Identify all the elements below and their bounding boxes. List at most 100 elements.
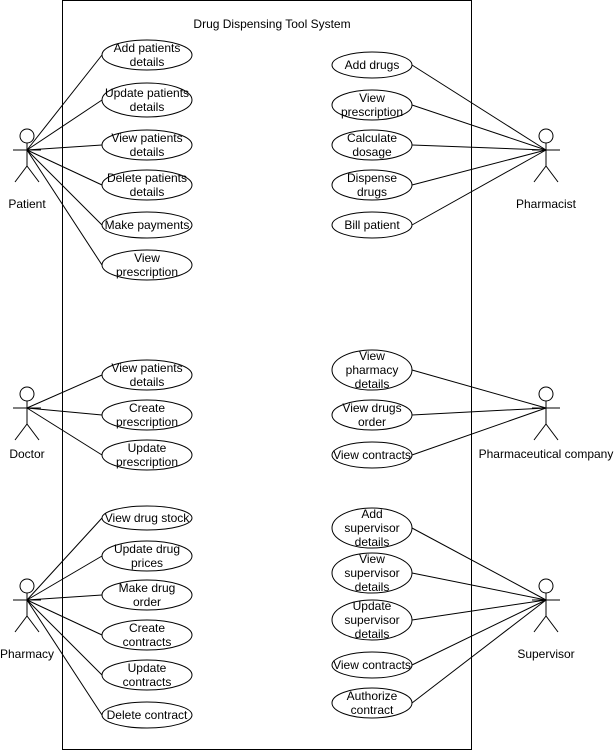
use-case-label: View patients (111, 131, 182, 145)
association-pharmacist-add-drugs (411, 64, 547, 151)
use-case-ellipse (101, 619, 193, 651)
use-case-ellipse (101, 399, 193, 431)
actor-doctor: Doctor (9, 386, 45, 461)
use-case-label: Create (129, 401, 165, 415)
system-title: Drug Dispensing Tool System (193, 17, 350, 31)
association-pharmacy-update-drug-prices (26, 555, 103, 601)
association-patient-make-payments (26, 149, 103, 226)
use-case-label: contract (351, 703, 394, 717)
use-case-label: View drugs (342, 401, 401, 415)
association-pharma_company-view-pharmacy-details (411, 369, 547, 409)
actor-head (538, 578, 554, 594)
association-patient-add-patients-details (26, 54, 103, 151)
use-case-label: supervisor (344, 521, 399, 535)
use-case-ellipse (331, 211, 413, 239)
association-supervisor-add-supervisor-details (411, 527, 547, 601)
use-case-label: details (130, 375, 165, 389)
use-case-label: Dispense (347, 171, 397, 185)
association-doctor-update-prescription (26, 407, 103, 456)
use-case-label: Add patients (114, 41, 181, 55)
use-case-label: Make payments (105, 218, 190, 232)
use-case-ellipse (101, 659, 193, 691)
use-case-label: contracts (123, 635, 172, 649)
association-patient-view-prescription-p (26, 149, 103, 266)
association-patient-delete-patients-details (26, 149, 103, 186)
actors: PatientDoctorPharmacyPharmacistPharmaceu… (0, 128, 613, 661)
use-case-bill-patient: Bill patient (331, 211, 413, 239)
use-case-label: supervisor (344, 566, 399, 580)
use-case-label: View patients (111, 361, 182, 375)
actor-right-leg (26, 615, 40, 633)
actor-pharmacy: Pharmacy (0, 578, 54, 661)
actor-left-leg (533, 615, 547, 633)
use-case-label: Make drug (119, 581, 176, 595)
actor-supervisor: Supervisor (517, 578, 575, 661)
use-case-label: contracts (123, 675, 172, 689)
association-pharmacist-calculate-dosage (411, 144, 547, 151)
use-case-label: View (359, 91, 385, 105)
use-case-view-drug-stock: View drug stock (101, 505, 193, 531)
actor-label-pharmacy: Pharmacy (0, 647, 54, 661)
use-case-ellipse (101, 439, 193, 471)
actor-right-leg (545, 615, 559, 633)
use-case-ellipse (331, 651, 413, 679)
use-case-label: Update (353, 599, 392, 613)
use-case-label: View (134, 251, 160, 265)
use-case-label: details (130, 55, 165, 69)
use-case-label: order (358, 415, 386, 429)
association-pharmacy-delete-contract (26, 599, 103, 716)
use-case-ellipse (331, 349, 413, 391)
use-case-label: details (130, 100, 165, 114)
use-case-ellipse (101, 39, 193, 71)
association-supervisor-view-supervisor-details (411, 572, 547, 601)
use-case-label: View contracts (333, 448, 411, 462)
use-case-ellipse (331, 687, 413, 719)
actor-head (19, 578, 35, 594)
use-case-label: details (355, 627, 390, 641)
actor-left-leg (14, 423, 28, 441)
use-case-label: prescription (116, 265, 178, 279)
use-case-ellipse (101, 169, 193, 201)
use-case-ellipse (101, 359, 193, 391)
actor-right-leg (545, 423, 559, 441)
actor-right-leg (26, 165, 40, 183)
use-case-label: prescription (341, 105, 403, 119)
actor-right-leg (545, 165, 559, 183)
association-doctor-create-prescription (26, 407, 103, 416)
use-case-label: Add (361, 507, 382, 521)
association-pharmacist-dispense-drugs (411, 149, 547, 186)
use-case-ellipse (331, 552, 413, 594)
use-case-label: dosage (352, 145, 392, 159)
association-patient-update-patients-details (26, 99, 103, 151)
use-case-label: details (355, 580, 390, 594)
use-case-label: pharmacy (346, 363, 399, 377)
use-case-label: order (133, 595, 161, 609)
use-case-label: Delete contract (107, 708, 188, 722)
use-case-label: View (359, 552, 385, 566)
association-pharmacy-view-drug-stock (26, 517, 103, 601)
system-boundary (62, 0, 472, 750)
use-case-ellipse (331, 599, 413, 641)
use-case-label: View drug stock (105, 511, 190, 525)
use-case-delete-contract: Delete contract (101, 701, 193, 729)
actor-head (19, 128, 35, 144)
use-case-label: prescription (116, 455, 178, 469)
actor-label-supervisor: Supervisor (517, 647, 574, 661)
use-case-label: Add drugs (345, 58, 400, 72)
association-pharmacy-update-contracts (26, 599, 103, 676)
use-case-label: Delete patients (107, 171, 187, 185)
use-case-label: Authorize (347, 689, 398, 703)
use-case-label: details (355, 535, 390, 549)
